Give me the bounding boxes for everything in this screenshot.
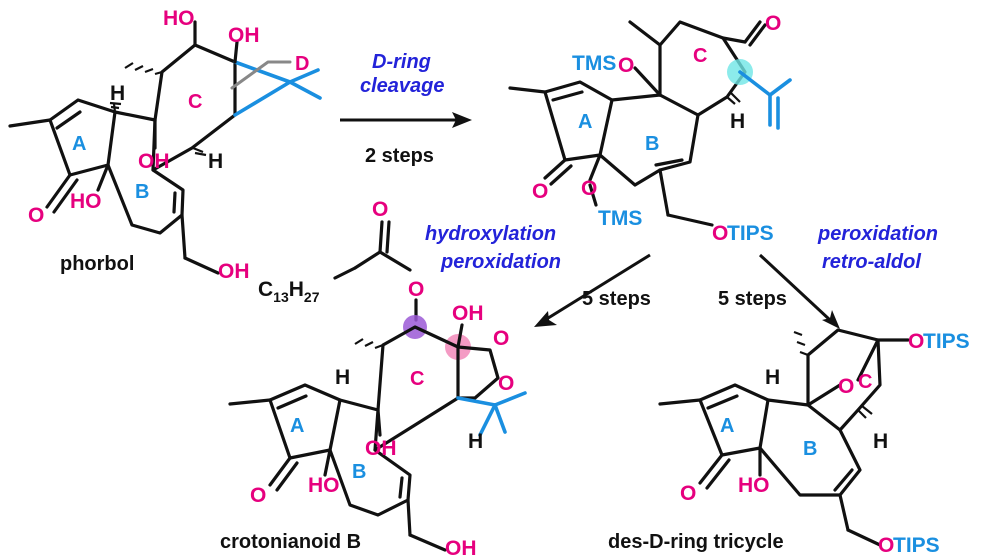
crotonianoid-ring-a-label: A xyxy=(290,415,304,437)
tricycle-otips-2: TIPS xyxy=(893,534,940,557)
crotonianoid-structure: O C13H27 O xyxy=(220,198,527,558)
intermediate-tms-1: TMS xyxy=(572,52,616,75)
intermediate-ring-a-label: A xyxy=(578,111,592,133)
crotonianoid-ring-c-label: C xyxy=(410,368,424,390)
ester-oxygen: O xyxy=(408,278,424,301)
reaction-arrow-3: peroxidation retro-aldol 5 steps xyxy=(718,223,938,329)
reaction-arrow-1: D-ring cleavage 2 steps xyxy=(340,51,472,167)
tricycle-ring-c-label: C xyxy=(858,371,872,393)
tricycle-hydrogen-a: H xyxy=(765,366,780,389)
tricycle-structure: O O TIPS O TIPS HO O H H A B C des-D-rin… xyxy=(608,328,970,557)
reaction1-steps: 2 steps xyxy=(365,145,434,167)
tricycle-ketone-oxygen: O xyxy=(680,482,696,505)
tricycle-ring-a-label: A xyxy=(720,415,734,437)
crotonianoid-b-hydroxyl: OH xyxy=(365,437,397,460)
ester-chain: C13H27 xyxy=(258,278,320,305)
phorbol-ring-d-label: D xyxy=(295,53,309,75)
intermediate-structure: TMS O O O O TMS O TIPS H A B C xyxy=(508,12,792,245)
ester-carbonyl-oxygen: O xyxy=(372,198,388,221)
tricycle-ring-b-label: B xyxy=(803,438,817,460)
tricycle-hydroxyl: HO xyxy=(738,474,770,497)
tricycle-otips-oxygen-1: O xyxy=(908,330,924,353)
reaction2-condition-line2: peroxidation xyxy=(440,251,561,273)
phorbol-ring-c-label: C xyxy=(188,91,202,113)
phorbol-structure: HO OH OH HO O OH H H A B C D phorbol xyxy=(8,7,322,283)
intermediate-otips: TIPS xyxy=(727,222,774,245)
reaction2-steps: 5 steps xyxy=(582,288,651,310)
crotonianoid-ring-b-label: B xyxy=(352,461,366,483)
phorbol-c9-hydroxyl: OH xyxy=(228,24,260,47)
phorbol-ring-a-label: A xyxy=(72,133,86,155)
peroxide-oxygen-1: O xyxy=(493,327,509,350)
intermediate-hydrogen: H xyxy=(730,110,745,133)
crotonianoid-name: crotonianoid B xyxy=(220,531,361,553)
reaction3-condition-line2: retro-aldol xyxy=(822,251,921,273)
crotonianoid-ketone-oxygen: O xyxy=(250,484,266,507)
intermediate-tms-2: TMS xyxy=(598,207,642,230)
crotonianoid-c-hydroxyl: OH xyxy=(452,302,484,325)
phorbol-hydrogen-c: H xyxy=(208,150,223,173)
tricycle-bridge-oxygen: O xyxy=(838,375,854,398)
crotonianoid-a-hydroxyl: HO xyxy=(308,474,340,497)
reaction1-condition-line2: cleavage xyxy=(360,75,445,97)
intermediate-tms-oxygen-2: O xyxy=(581,177,597,200)
phorbol-b-hydroxyl: OH xyxy=(138,150,170,173)
crotonianoid-ch2oh: OH xyxy=(445,537,477,558)
phorbol-ketone-oxygen: O xyxy=(28,204,44,227)
intermediate-ketone-oxygen: O xyxy=(765,12,781,35)
phorbol-hydrogen-a: H xyxy=(110,82,125,105)
peroxide-oxygen-2: O xyxy=(498,372,514,395)
reaction3-steps: 5 steps xyxy=(718,288,787,310)
reaction2-condition-line1: hydroxylation xyxy=(425,223,556,245)
intermediate-otips-oxygen: O xyxy=(712,222,728,245)
phorbol-a-hydroxyl: HO xyxy=(70,190,102,213)
intermediate-tms-oxygen-1: O xyxy=(618,54,634,77)
phorbol-name: phorbol xyxy=(60,253,134,275)
phorbol-ch2oh: OH xyxy=(218,260,250,283)
tricycle-otips-1: TIPS xyxy=(923,330,970,353)
tricycle-otips-oxygen-2: O xyxy=(878,534,894,557)
reaction3-condition-line1: peroxidation xyxy=(817,223,938,245)
intermediate-ring-c-label: C xyxy=(693,45,707,67)
reaction-arrow-2: hydroxylation peroxidation 5 steps xyxy=(425,223,651,327)
intermediate-ring-b-label: B xyxy=(645,133,659,155)
intermediate-ketone-a-oxygen: O xyxy=(532,180,548,203)
phorbol-ring-b-label: B xyxy=(135,181,149,203)
tricycle-name: des-D-ring tricycle xyxy=(608,531,784,553)
crotonianoid-hydrogen-c: H xyxy=(468,430,483,453)
reaction1-condition-line1: D-ring xyxy=(372,51,431,73)
crotonianoid-hydrogen-a: H xyxy=(335,366,350,389)
phorbol-c-hydroxyl: HO xyxy=(163,7,195,30)
tricycle-hydrogen-c: H xyxy=(873,430,888,453)
